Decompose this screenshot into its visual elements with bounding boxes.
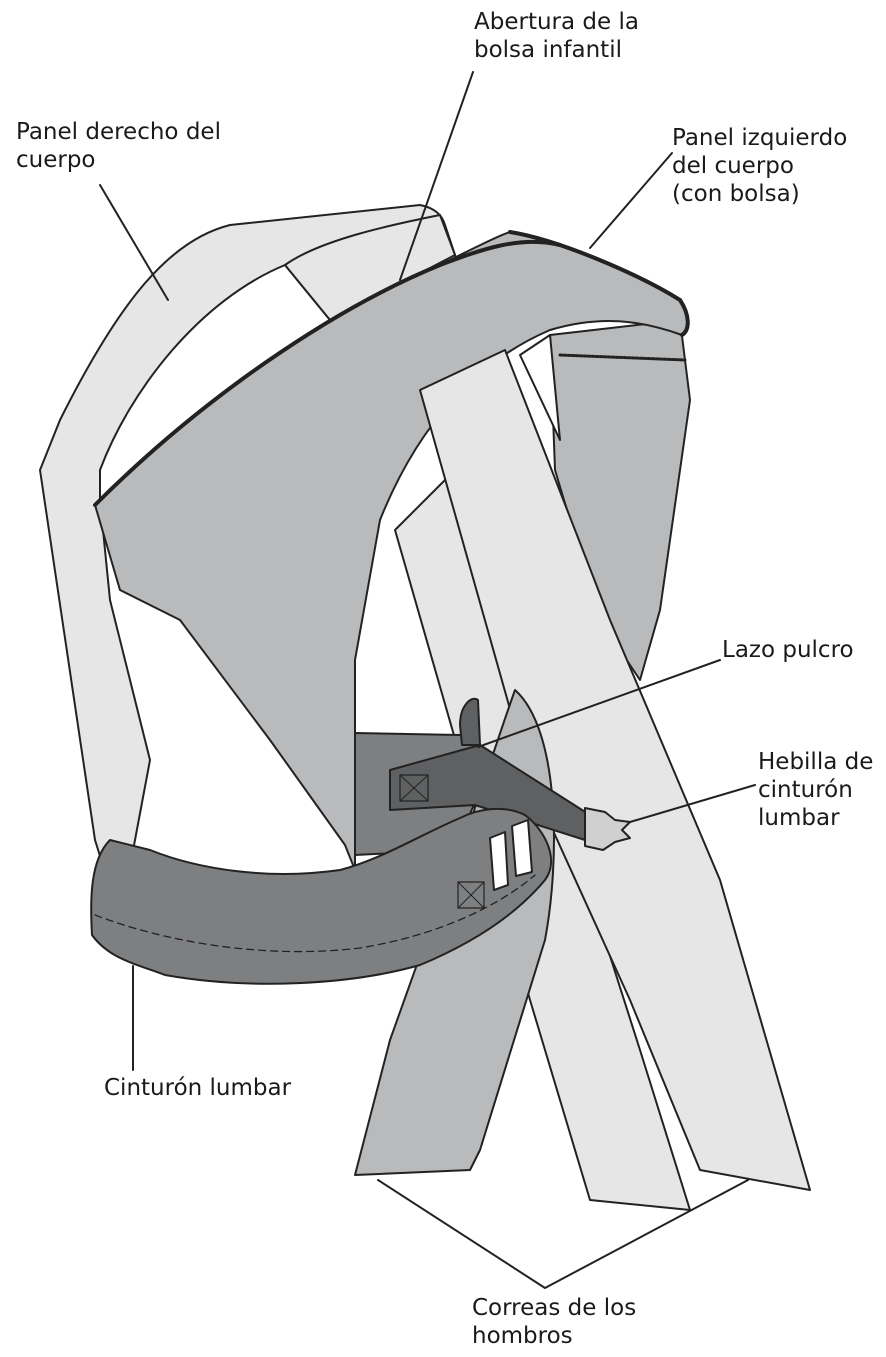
leader-right-body-panel: [100, 185, 168, 300]
leader-left-body-panel: [590, 153, 672, 248]
leader-shoulder-straps: [378, 1180, 748, 1288]
label-waist-belt: Cinturón lumbar: [104, 1074, 291, 1102]
belt-adjuster-2: [512, 820, 532, 876]
label-shoulder-straps: Correas de los hombros: [472, 1294, 636, 1350]
label-left-body-panel: Panel izquierdo del cuerpo (con bolsa): [672, 124, 847, 208]
label-waist-belt-buckle: Hebilla de cinturón lumbar: [758, 748, 873, 832]
belt-adjuster-1: [490, 832, 508, 890]
label-baby-pouch-opening: Abertura de la bolsa infantil: [474, 8, 639, 64]
label-right-body-panel: Panel derecho del cuerpo: [16, 118, 221, 174]
label-neat-loop: Lazo pulcro: [722, 636, 854, 664]
